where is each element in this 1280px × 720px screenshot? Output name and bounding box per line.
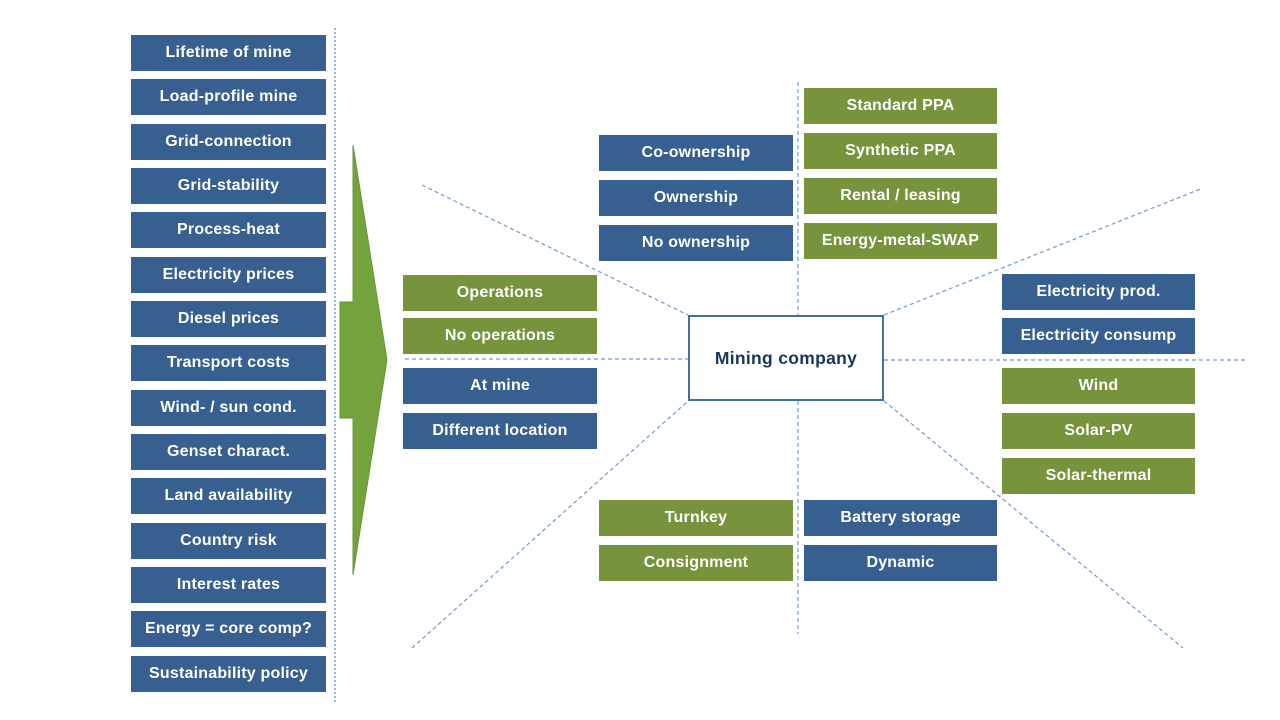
technology-option-box: Solar-PV [1002,413,1195,449]
factor-box: Lifetime of mine [131,35,326,71]
contract-option-box: Synthetic PPA [804,133,997,169]
location-option-box: At mine [403,368,597,404]
factor-box: Process-heat [131,212,326,249]
ownership-group: Co-ownership Ownership No ownership [599,135,793,261]
factor-box: Grid-connection [131,123,326,160]
factor-box: Land availability [131,478,326,515]
factor-box: Transport costs [131,345,326,382]
contract-option-box: Energy-metal-SWAP [804,223,997,259]
storage-group: Battery storage Dynamic [804,500,997,581]
electricity-group: Electricity prod. Electricity consump [1002,274,1195,354]
factor-box: Wind- / sun cond. [131,389,326,426]
contract-option-box: Standard PPA [804,88,997,124]
operations-group: Operations No operations [403,275,597,354]
delivery-option-box: Consignment [599,545,793,581]
contract-option-box: Rental / leasing [804,178,997,214]
storage-option-box: Battery storage [804,500,997,536]
delivery-group: Turnkey Consignment [599,500,793,581]
right-arrow-icon [339,144,388,576]
location-group: At mine Different location [403,368,597,449]
factor-box: Load-profile mine [131,79,326,116]
factor-box: Electricity prices [131,256,326,293]
operations-option-box: Operations [403,275,597,311]
input-factors-panel: Lifetime of mine Load-profile mine Grid-… [131,35,326,692]
contract-types-group: Standard PPA Synthetic PPA Rental / leas… [804,88,997,259]
delivery-option-box: Turnkey [599,500,793,536]
factor-box: Country risk [131,522,326,559]
factor-box: Diesel prices [131,301,326,338]
mining-company-box: Mining company [688,315,884,401]
factor-box: Energy = core comp? [131,611,326,648]
technology-group: Wind Solar-PV Solar-thermal [1002,368,1195,494]
ownership-option-box: Ownership [599,180,793,216]
ownership-option-box: No ownership [599,225,793,261]
technology-option-box: Solar-thermal [1002,458,1195,494]
factor-box: Interest rates [131,567,326,604]
factor-box: Grid-stability [131,168,326,205]
electricity-option-box: Electricity consump [1002,318,1195,354]
factor-box: Sustainability policy [131,655,326,692]
location-option-box: Different location [403,413,597,449]
factor-box: Genset charact. [131,434,326,471]
operations-option-box: No operations [403,318,597,354]
technology-option-box: Wind [1002,368,1195,404]
ownership-option-box: Co-ownership [599,135,793,171]
electricity-option-box: Electricity prod. [1002,274,1195,310]
storage-option-box: Dynamic [804,545,997,581]
